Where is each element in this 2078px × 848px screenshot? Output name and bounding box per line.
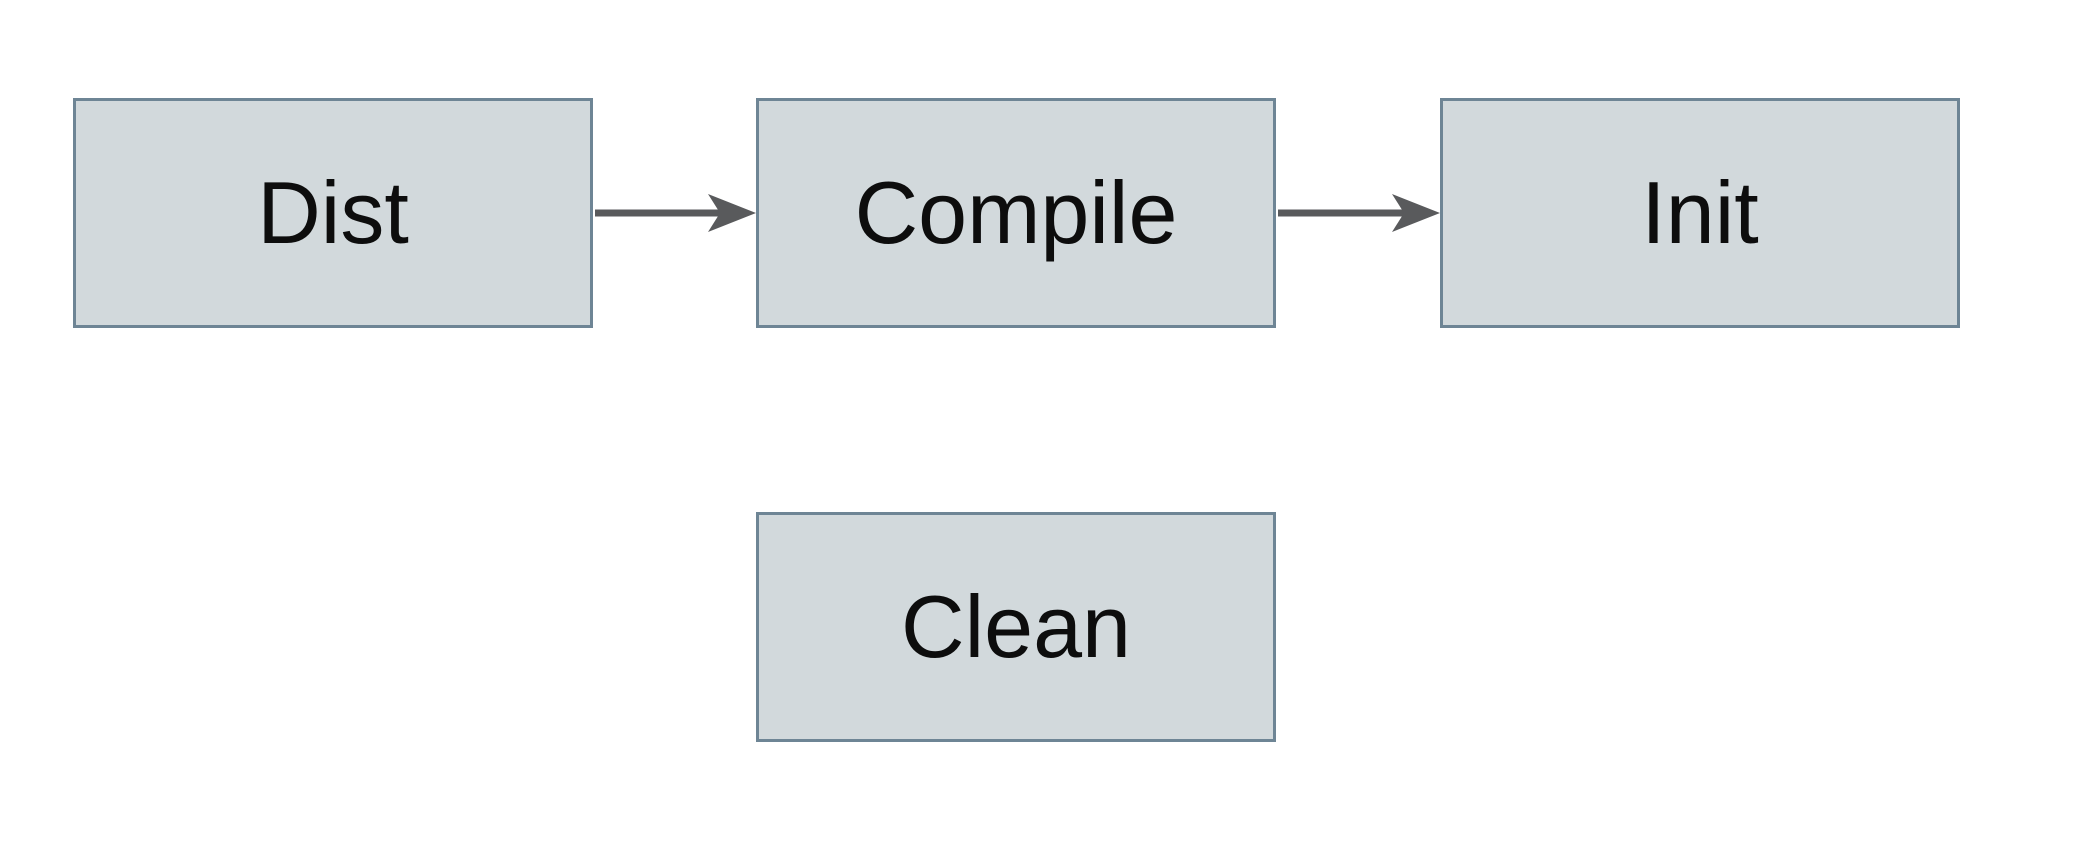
node-compile-label: Compile — [854, 163, 1178, 262]
node-compile[interactable]: Compile — [756, 98, 1276, 328]
node-dist-label: Dist — [257, 163, 409, 262]
node-dist[interactable]: Dist — [73, 98, 593, 328]
connector-compile-init[interactable] — [1278, 194, 1440, 232]
node-init-label: Init — [1641, 163, 1759, 262]
node-init[interactable]: Init — [1440, 98, 1960, 328]
node-clean[interactable]: Clean — [756, 512, 1276, 742]
arrowhead-right-icon — [1392, 194, 1440, 232]
node-clean-label: Clean — [901, 577, 1131, 676]
arrowhead-right-icon — [708, 194, 756, 232]
connector-dist-compile[interactable] — [595, 194, 756, 232]
